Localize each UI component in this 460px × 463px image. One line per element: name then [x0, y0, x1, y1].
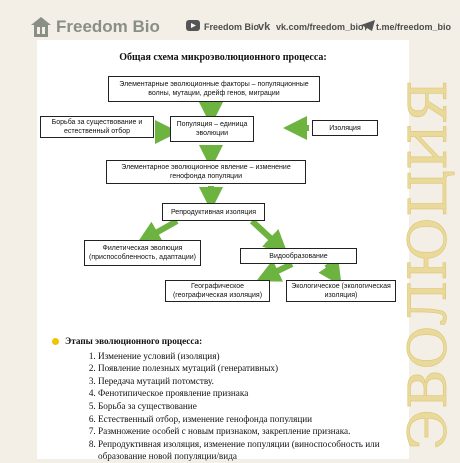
- stage-item: Появление полезных мутаций (генеративных…: [98, 362, 407, 375]
- stage-items: Изменение условий (изоляция)Появление по…: [52, 350, 407, 463]
- youtube-link[interactable]: Freedom Bio: [204, 22, 260, 32]
- stages-list: Этапы эволюционного процесса: Изменение …: [52, 335, 407, 463]
- content-card: Общая схема микроэволюционного процесса:…: [37, 40, 409, 461]
- diagram-title: Общая схема микроэволюционного процесса:: [119, 52, 327, 63]
- stage-item: Передача мутаций потомству.: [98, 375, 407, 388]
- brand-name: Freedom Bio: [56, 17, 160, 36]
- side-word-evolution: ЭВОЛЮЦИЯ: [399, 80, 460, 451]
- telegram-icon[interactable]: [361, 20, 375, 31]
- box-phyletic: Филетическая эволюция (приспособленность…: [84, 240, 201, 266]
- youtube-icon[interactable]: [186, 20, 200, 31]
- stage-item: Борьба за существование: [98, 400, 407, 413]
- svg-text:ЭВОЛЮЦИЯ: ЭВОЛЮЦИЯ: [399, 80, 459, 450]
- box-isolation: Изоляция: [312, 120, 378, 136]
- box-population: Популяция – единица эволюции: [170, 116, 254, 142]
- box-factors: Элементарные эволюционные факторы – попу…: [108, 76, 320, 102]
- arrow-speciation-geo: [256, 259, 294, 282]
- telegram-link: t.me/freedom_bio: [376, 22, 452, 32]
- stages-heading: Этапы эволюционного процесса:: [52, 335, 407, 348]
- svg-text:vk: vk: [258, 21, 271, 31]
- box-selection: Борьба за существование и естественный о…: [40, 116, 154, 138]
- arrow-repro-phyletic: [136, 218, 179, 244]
- stage-item: Естественный отбор, изменение генофонда …: [98, 413, 407, 426]
- house-logo-icon: [31, 17, 51, 37]
- box-eco: Экологическое (экологическая изоляция): [286, 280, 396, 302]
- vk-link[interactable]: vk.com/freedom_bio: [276, 22, 364, 32]
- vk-icon[interactable]: vk: [258, 20, 272, 31]
- stage-item: Размножение особей с новым признаком, за…: [98, 425, 407, 438]
- arrows: [136, 102, 342, 286]
- box-speciation: Видообразование: [240, 248, 357, 264]
- box-geo: Географическое (географическая изоляция): [165, 280, 270, 302]
- bullet-icon: [52, 338, 59, 346]
- arrow-repro-speciation: [249, 218, 288, 255]
- header: Freedom Bio Freedom Bio vk vk.com/freedo…: [0, 0, 460, 42]
- stage-item: Репродуктивная изоляция, изменение попул…: [98, 438, 407, 463]
- stage-item: Фенотипическое проявление признака: [98, 387, 407, 400]
- stage-item: Изменение условий (изоляция): [98, 350, 407, 363]
- box-phenomenon: Элементарное эволюционное явление – изме…: [106, 160, 306, 184]
- arrow-speciation-eco: [318, 259, 342, 286]
- box-repro: Репродуктивная изоляция: [162, 203, 265, 221]
